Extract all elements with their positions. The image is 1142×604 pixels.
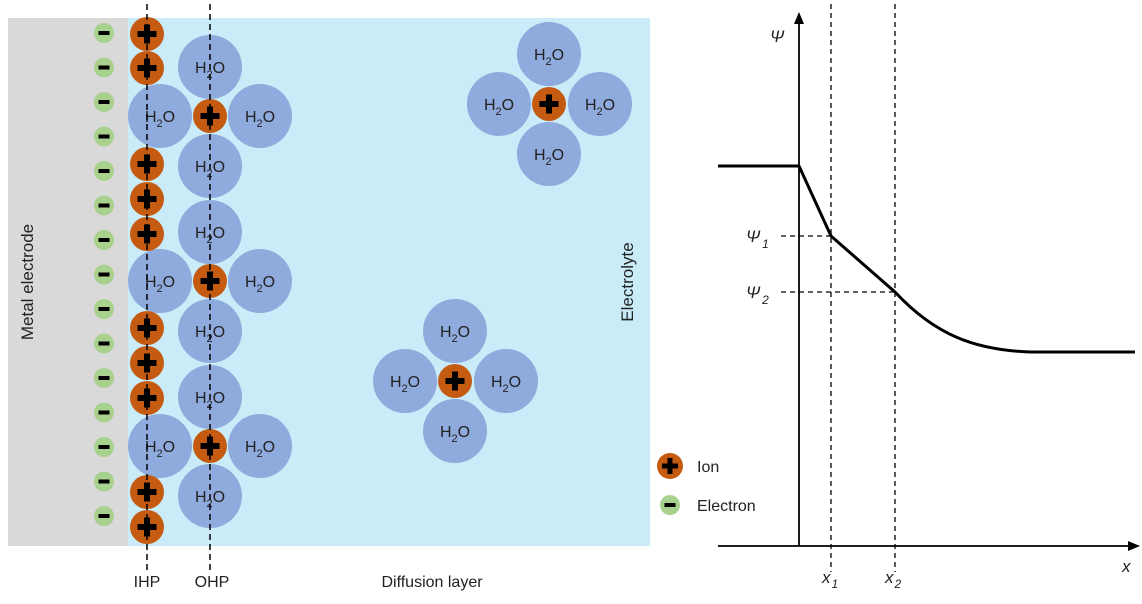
ion bbox=[438, 364, 472, 398]
electron bbox=[94, 299, 114, 319]
electron-legend-swatch bbox=[660, 495, 680, 515]
x-axis-label: x bbox=[1121, 557, 1131, 576]
double-layer-diagram: H2O H2O H2O H2O H2O H2O H2O H2O H2O H2O H2O H2O H2O H… bbox=[8, 4, 650, 591]
electron bbox=[94, 333, 114, 354]
water-molecule: H2O bbox=[423, 299, 487, 363]
water-molecule: H2O bbox=[517, 122, 581, 186]
metal-electrode-label: Metal electrode bbox=[18, 224, 37, 340]
water-label: H2O bbox=[245, 274, 275, 295]
potential-curve bbox=[718, 164, 1135, 354]
x-axis-arrowhead bbox=[1128, 541, 1140, 551]
water-label: H2O bbox=[585, 97, 615, 118]
water-molecule: H2O bbox=[228, 249, 292, 313]
electron bbox=[94, 506, 114, 526]
electron bbox=[94, 368, 114, 388]
water-molecule: H2O bbox=[517, 22, 581, 86]
legend: Ion Electron bbox=[657, 453, 756, 515]
ion-legend-label: Ion bbox=[697, 459, 719, 476]
water-molecule: H2O bbox=[128, 84, 192, 148]
water-molecule: H2O bbox=[128, 249, 192, 313]
water-label: H2O bbox=[145, 439, 175, 460]
electron bbox=[94, 161, 114, 181]
water-label: H2O bbox=[440, 424, 470, 445]
electron bbox=[94, 230, 114, 250]
y-axis-label: Ψ bbox=[770, 27, 785, 46]
water-molecule: H2O bbox=[373, 349, 437, 413]
diffusion-layer-label: Diffusion layer bbox=[381, 574, 483, 591]
electron bbox=[94, 23, 114, 43]
water-molecule: H2O bbox=[568, 72, 632, 136]
electrolyte-label: Electrolyte bbox=[618, 242, 637, 321]
water-molecule: H2O bbox=[228, 84, 292, 148]
water-molecules: H2O H2O H2O H2O H2O H2O H2O H2O H2O H2O H2O H2O H2O H… bbox=[128, 22, 632, 528]
water-molecule: H2O bbox=[128, 414, 192, 478]
electrons bbox=[94, 23, 114, 526]
water-label: H2O bbox=[145, 109, 175, 130]
electron bbox=[94, 437, 114, 457]
ihp-label: IHP bbox=[134, 574, 161, 591]
ion bbox=[130, 475, 164, 509]
water-label: H2O bbox=[245, 439, 275, 460]
water-label: H2O bbox=[484, 97, 514, 118]
water-label: H2O bbox=[534, 147, 564, 168]
water-molecule: H2O bbox=[423, 399, 487, 463]
electron bbox=[94, 57, 114, 78]
ion bbox=[130, 346, 164, 380]
water-molecule: H2O bbox=[467, 72, 531, 136]
electron bbox=[94, 264, 114, 285]
water-label: H2O bbox=[491, 374, 521, 395]
electron bbox=[94, 195, 114, 216]
electron bbox=[94, 471, 114, 492]
electron bbox=[94, 126, 114, 147]
ion bbox=[193, 264, 227, 298]
water-label: H2O bbox=[534, 47, 564, 68]
x2-label: x2 bbox=[884, 568, 902, 591]
water-label: H2O bbox=[440, 324, 470, 345]
ion bbox=[532, 87, 566, 121]
water-molecule: H2O bbox=[474, 349, 538, 413]
water-label: H2O bbox=[145, 274, 175, 295]
ion-legend-swatch bbox=[657, 453, 683, 479]
y-axis-arrowhead bbox=[794, 12, 804, 24]
ohp-label: OHP bbox=[195, 574, 230, 591]
water-molecule: H2O bbox=[228, 414, 292, 478]
electron bbox=[94, 402, 114, 423]
electron bbox=[94, 92, 114, 112]
x1-label: x1 bbox=[821, 568, 838, 591]
electron-legend-label: Electron bbox=[697, 498, 756, 515]
water-label: H2O bbox=[390, 374, 420, 395]
water-label: H2O bbox=[245, 109, 275, 130]
